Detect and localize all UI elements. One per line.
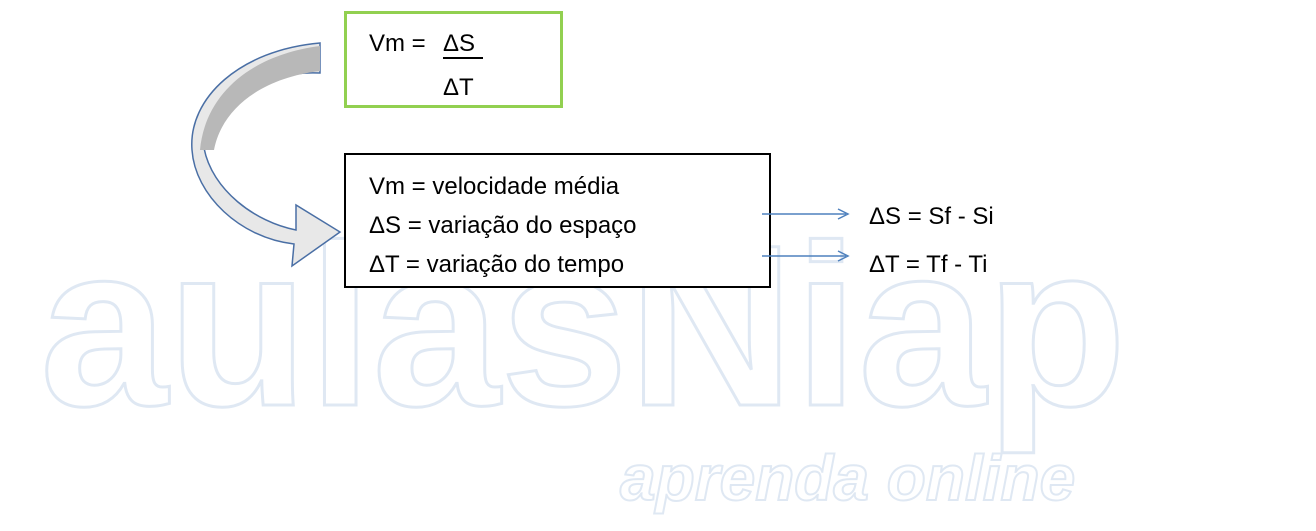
derived-delta-t: ΔT = Tf - Ti [869,251,988,278]
definition-vm: Vm = velocidade média [369,173,620,200]
definitions-box [344,153,771,288]
fraction-bar [443,57,483,59]
curved-arrow-shade [200,46,320,150]
definition-delta-s: ΔS = variação do espaço [369,212,637,239]
formula-numerator: ΔS [443,30,476,57]
formula-box [344,11,563,108]
definition-delta-t: ΔT = variação do tempo [369,251,625,278]
derived-delta-s: ΔS = Sf - Si [869,203,994,230]
arrow-delta-t-head [837,250,850,262]
formula-denominator: ΔT [443,74,474,101]
formula-lhs: Vm = [369,30,426,57]
arrow-delta-s-head [837,208,850,220]
watermark-tagline: aprenda online [620,442,1075,514]
